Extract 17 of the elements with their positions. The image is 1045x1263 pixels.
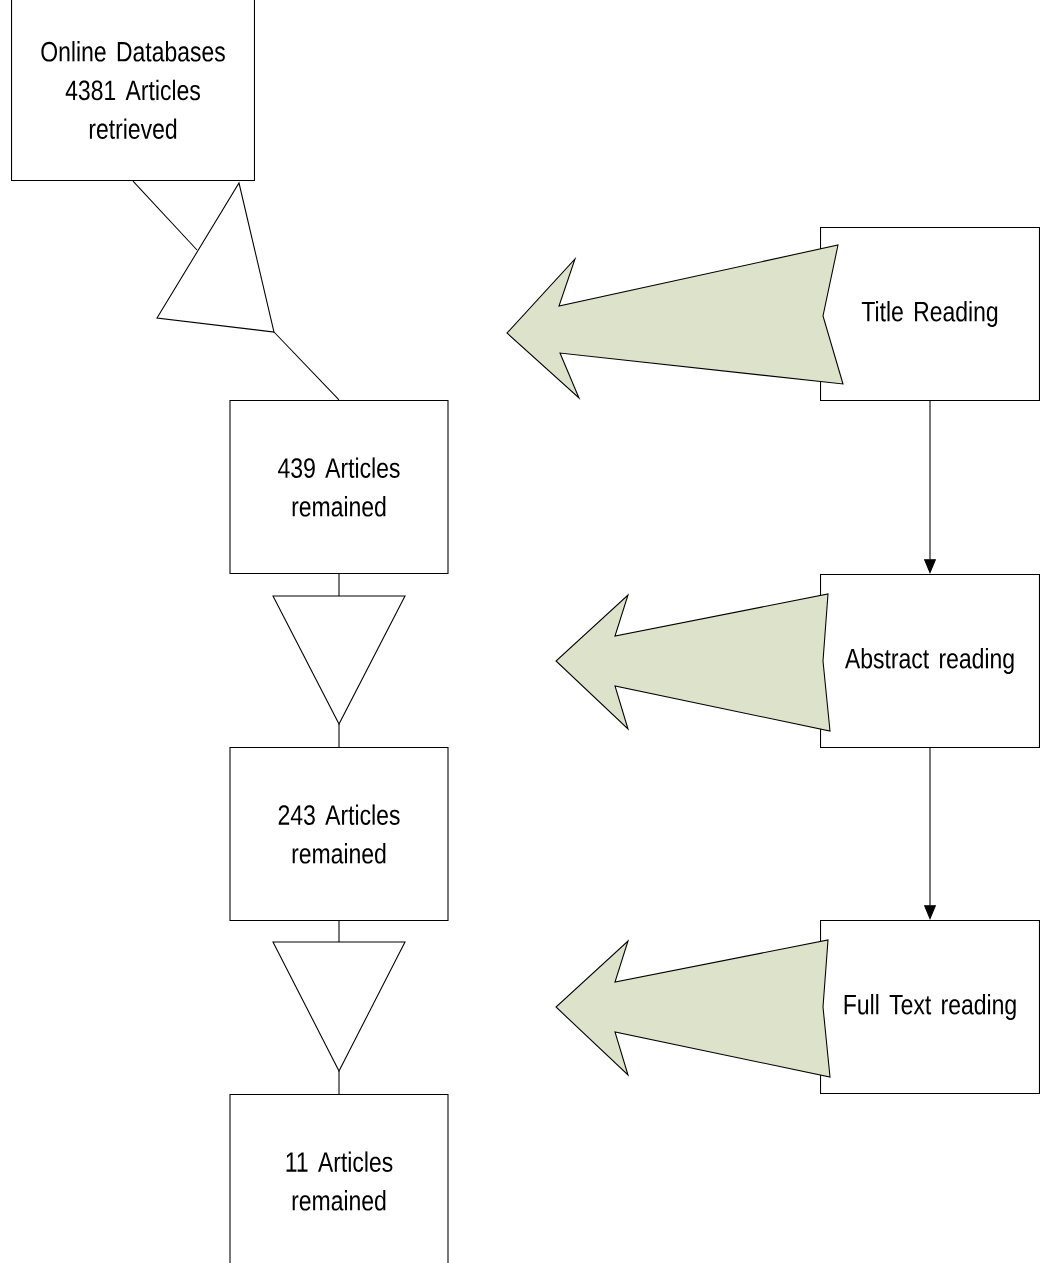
connector-line — [338, 723, 340, 748]
process-box: Abstract reading — [820, 573, 1040, 749]
process-box: 243 Articles remained — [229, 746, 449, 922]
process-box: Title Reading — [820, 226, 1040, 402]
connector-line — [338, 1070, 340, 1095]
block-arrow — [555, 939, 831, 1078]
connector-line — [132, 180, 198, 251]
process-box: 439 Articles remained — [229, 399, 449, 575]
process-box: Online Databases 4381 Articles retrieved — [11, 0, 255, 182]
process-box: Full Text reading — [820, 919, 1040, 1095]
connector-line — [338, 573, 340, 597]
connector-line — [338, 920, 340, 943]
block-arrow — [555, 593, 831, 732]
connector-line — [273, 331, 340, 401]
process-box: 11 Articles remained — [229, 1093, 449, 1263]
funnel-triangle — [156, 181, 275, 333]
block-arrow — [506, 244, 844, 401]
